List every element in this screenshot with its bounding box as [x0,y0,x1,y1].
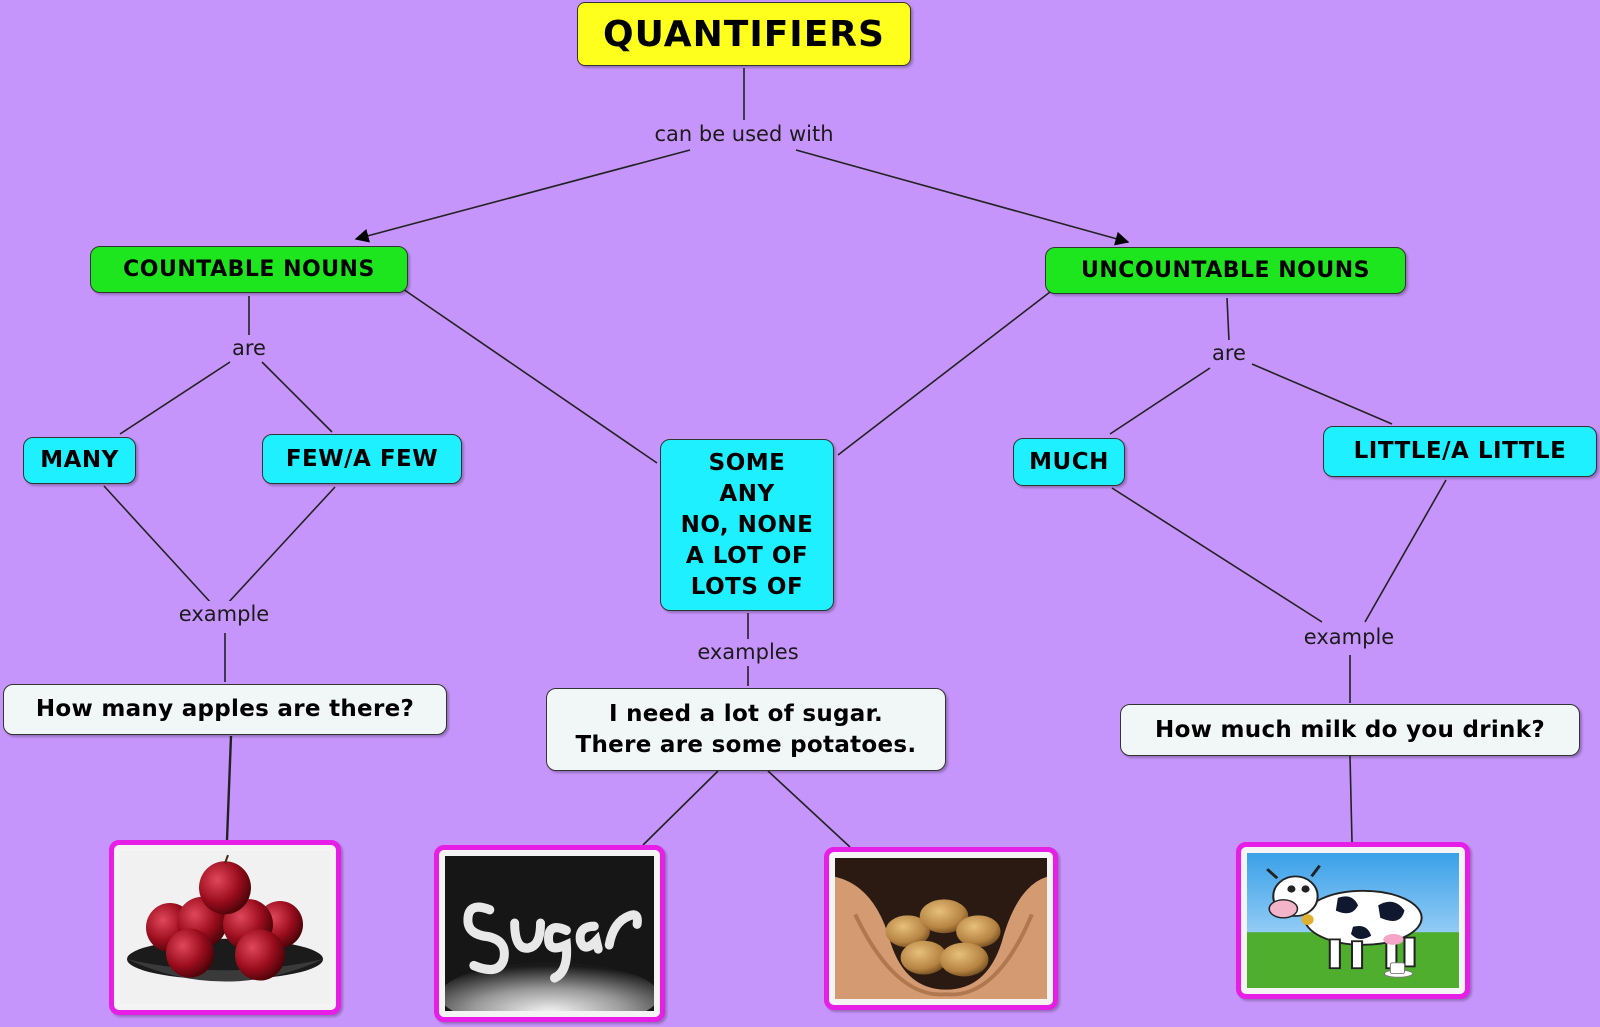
link-sentences-sugar [642,770,719,846]
link-sentences-potatoes [767,770,851,848]
shared-quantifiers-node: SOME ANY NO, NONE A LOT OF LOTS OF [660,439,834,611]
link-little-example [1364,479,1447,623]
uncountable-nouns-node: UNCOUNTABLE NOUNS [1045,247,1406,294]
link-are-many [119,361,231,435]
sugar-image [434,845,665,1022]
apples-bowl-image [109,840,341,1015]
link-question-cow [1349,755,1353,843]
few-text: FEW/A FEW [285,445,439,472]
link-few-example [226,486,336,605]
arrow-to-uncountable [795,149,1130,246]
countable-nouns-node: COUNTABLE NOUNS [90,246,408,293]
link-countable-shared [402,288,658,464]
link-are-much [1109,367,1211,435]
link-are-few [261,361,333,433]
link-question-apples [225,735,233,841]
countable-example-node: How many apples are there? [3,684,447,735]
title-text: QUANTIFIERS [603,13,885,55]
cow-image [1236,842,1470,999]
shared-quantifiers-text: SOME ANY NO, NONE A LOT OF LOTS OF [680,449,814,600]
uncountable-example-node: How much milk do you drink? [1120,704,1580,756]
countable-example-text: How many apples are there? [35,696,415,722]
label-examples-center: examples [695,639,801,665]
many-text: MANY [40,447,119,473]
label-can-be-used-with: can be used with [652,121,836,147]
uncountable-nouns-text: UNCOUNTABLE NOUNS [1081,258,1370,283]
shared-example-node: I need a lot of sugar. There are some po… [546,688,946,771]
few-node: FEW/A FEW [262,434,462,484]
much-text: MUCH [1029,448,1109,475]
arrow-to-countable [354,149,691,243]
many-node: MANY [23,437,136,484]
link-many-example [103,485,213,605]
label-example-left: example [176,601,272,627]
label-are-right: are [1210,340,1248,366]
uncountable-example-text: How much milk do you drink? [1155,716,1545,743]
little-text: LITTLE/A LITTLE [1353,438,1567,464]
much-node: MUCH [1013,438,1125,486]
link-uncountable-shared [837,291,1051,456]
link-much-example [1111,487,1323,623]
little-node: LITTLE/A LITTLE [1323,426,1597,477]
label-are-left: are [230,335,268,361]
potatoes-in-hands-image [824,847,1058,1010]
label-example-right: example [1301,624,1397,650]
link-are-little [1251,363,1393,425]
title-node: QUANTIFIERS [577,2,911,66]
shared-example-text: I need a lot of sugar. There are some po… [575,700,917,758]
link-uncountable-are [1226,297,1230,342]
countable-nouns-text: COUNTABLE NOUNS [123,257,375,282]
